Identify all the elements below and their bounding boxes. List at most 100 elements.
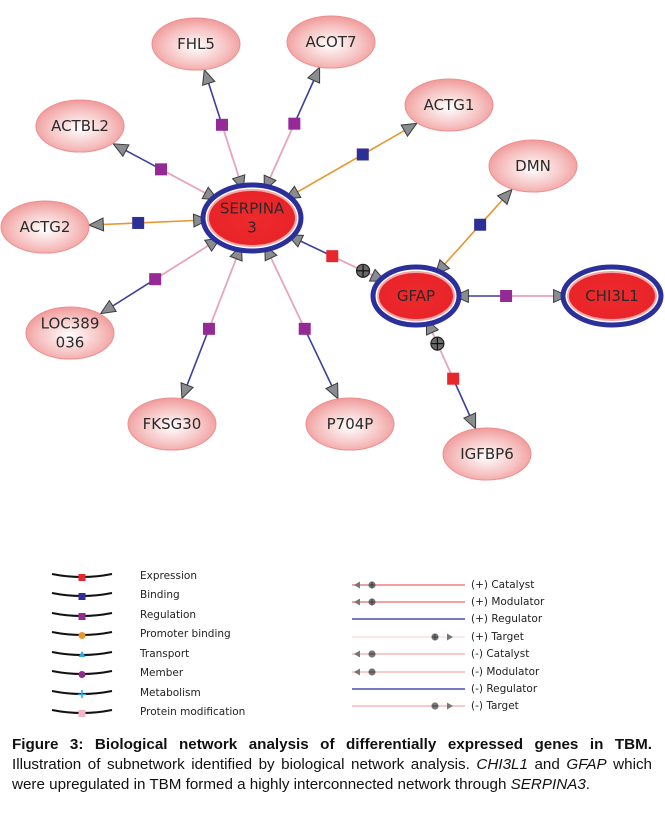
target-arrow-icon	[462, 412, 477, 430]
legend-item-role: (-) Modulator	[352, 663, 612, 680]
relation-swatch-icon	[51, 670, 113, 679]
role-swatch-icon	[352, 618, 465, 621]
legend-label: Promoter binding	[140, 628, 231, 641]
edge-serpina3-fhl5	[202, 68, 246, 192]
node-actbl2[interactable]: ACTBL2	[35, 99, 125, 153]
node-p704p[interactable]: P704P	[305, 397, 395, 451]
legend-item-metabolism: Metabolism	[50, 683, 310, 703]
relation-swatch-icon	[51, 592, 113, 601]
legend-item-role: (+) Modulator	[352, 593, 612, 610]
role-legend: (+) Catalyst (+) Modulator (+) Regulator (+…	[352, 576, 612, 715]
node-label: FKSG30	[143, 415, 202, 433]
legend-label: Metabolism	[140, 686, 201, 699]
legend-item-transport: Transport	[50, 644, 310, 664]
role-swatch-icon	[352, 702, 465, 711]
node-label: ACTG2	[20, 218, 71, 236]
edge-serpina3-actg1	[284, 122, 418, 200]
caption-text: and	[527, 756, 567, 773]
legend-label: (-) Target	[471, 700, 519, 713]
node-actg2[interactable]: ACTG2	[0, 200, 90, 254]
node-label: 3	[247, 219, 257, 237]
relation-swatch-icon	[51, 650, 113, 657]
role-swatch-icon	[352, 650, 465, 658]
node-acot7[interactable]: ACOT7	[286, 15, 376, 69]
legend-item-role: (+) Catalyst	[352, 576, 612, 593]
relation-swatch-icon	[51, 631, 113, 640]
legend-item-promoter-binding: Promoter binding	[50, 625, 310, 645]
legend-item-role: (+) Target	[352, 628, 612, 645]
node-label: LOC389	[41, 315, 100, 333]
node-chi3l1[interactable]: CHI3L1	[560, 264, 664, 328]
relation-swatch-icon	[51, 709, 113, 718]
edge-serpina3-actg2	[87, 213, 210, 232]
legend-item-binding: Binding	[50, 586, 310, 606]
legend-label: Transport	[140, 647, 190, 660]
legend-label: (+) Regulator	[471, 613, 543, 626]
legend-item-member: Member	[50, 664, 310, 684]
caption-text: .	[585, 776, 591, 793]
edge-serpina3-p704p	[264, 243, 339, 400]
relation-marker-regulation	[202, 322, 215, 335]
legend-label: (-) Modulator	[471, 665, 540, 678]
edges-layer	[87, 66, 570, 430]
edge-gfap-igfbp6	[425, 318, 477, 430]
legend-item-role: (+) Regulator	[352, 611, 612, 628]
role-swatch-icon	[352, 633, 465, 641]
role-swatch-icon	[352, 598, 465, 606]
positive-modulator-icon	[355, 263, 371, 278]
relation-marker-regulation	[149, 273, 162, 286]
node-label: GFAP	[397, 287, 435, 305]
legend-label: Member	[140, 667, 184, 680]
node-igfbp6[interactable]: IGFBP6	[442, 427, 532, 481]
node-actg1[interactable]: ACTG1	[404, 78, 494, 132]
node-label: FHL5	[177, 35, 215, 53]
node-fksg30[interactable]: FKSG30	[127, 397, 217, 451]
edge-chi3l1-gfap	[452, 288, 570, 304]
node-gfap[interactable]: GFAP	[370, 264, 462, 328]
role-swatch-icon	[352, 581, 465, 589]
node-label: DMN	[515, 157, 551, 175]
relation-marker-regulation	[500, 290, 513, 302]
relation-swatch-icon	[51, 611, 113, 620]
caption-gene-gfap: GFAP	[566, 756, 607, 773]
legend-label: (+) Catalyst	[471, 578, 535, 591]
node-label: CHI3L1	[585, 287, 639, 305]
node-dmn[interactable]: DMN	[488, 139, 578, 193]
node-fhl5[interactable]: FHL5	[151, 17, 241, 71]
role-swatch-icon	[352, 668, 465, 676]
legend-label: Expression	[140, 569, 197, 582]
target-arrow-icon	[306, 66, 321, 84]
relation-swatch-icon	[51, 572, 113, 581]
legend-label: Binding	[140, 589, 180, 602]
node-serpina3[interactable]: SERPINA3	[200, 182, 304, 254]
legend-item-role: (-) Target	[352, 698, 612, 715]
edge-serpina3-actbl2	[112, 143, 219, 201]
figure-caption: Figure 3: Biological network analysis of…	[12, 735, 652, 795]
node-label: ACOT7	[306, 33, 357, 51]
caption-text: which were upregulated in TBM formed a h…	[12, 756, 652, 793]
target-arrow-icon	[325, 382, 339, 400]
legend-label: Regulation	[140, 608, 197, 621]
legend-item-regulation: Regulation	[50, 605, 310, 625]
edge-serpina3-fksg30	[180, 244, 243, 400]
node-label: ACTBL2	[51, 117, 109, 135]
edge-serpina3-loc389036	[99, 237, 222, 315]
legend-item-role: (-) Regulator	[352, 680, 612, 697]
edge-gfap-serpina3	[286, 234, 387, 282]
caption-title: Figure 3: Biological network analysis of…	[12, 736, 652, 753]
node-label: IGFBP6	[460, 445, 514, 463]
relation-marker-binding	[356, 148, 369, 161]
legend-label: (+) Target	[471, 630, 524, 643]
role-swatch-icon	[352, 688, 465, 690]
target-arrow-icon	[202, 68, 216, 87]
relation-marker-binding	[132, 216, 145, 229]
node-label: ACTG1	[424, 96, 475, 114]
node-label: SERPINA	[220, 200, 285, 218]
target-arrow-icon	[99, 299, 118, 315]
relation-marker-regulation	[288, 117, 301, 130]
legend-item-protein-modification: Protein modification	[50, 703, 310, 723]
